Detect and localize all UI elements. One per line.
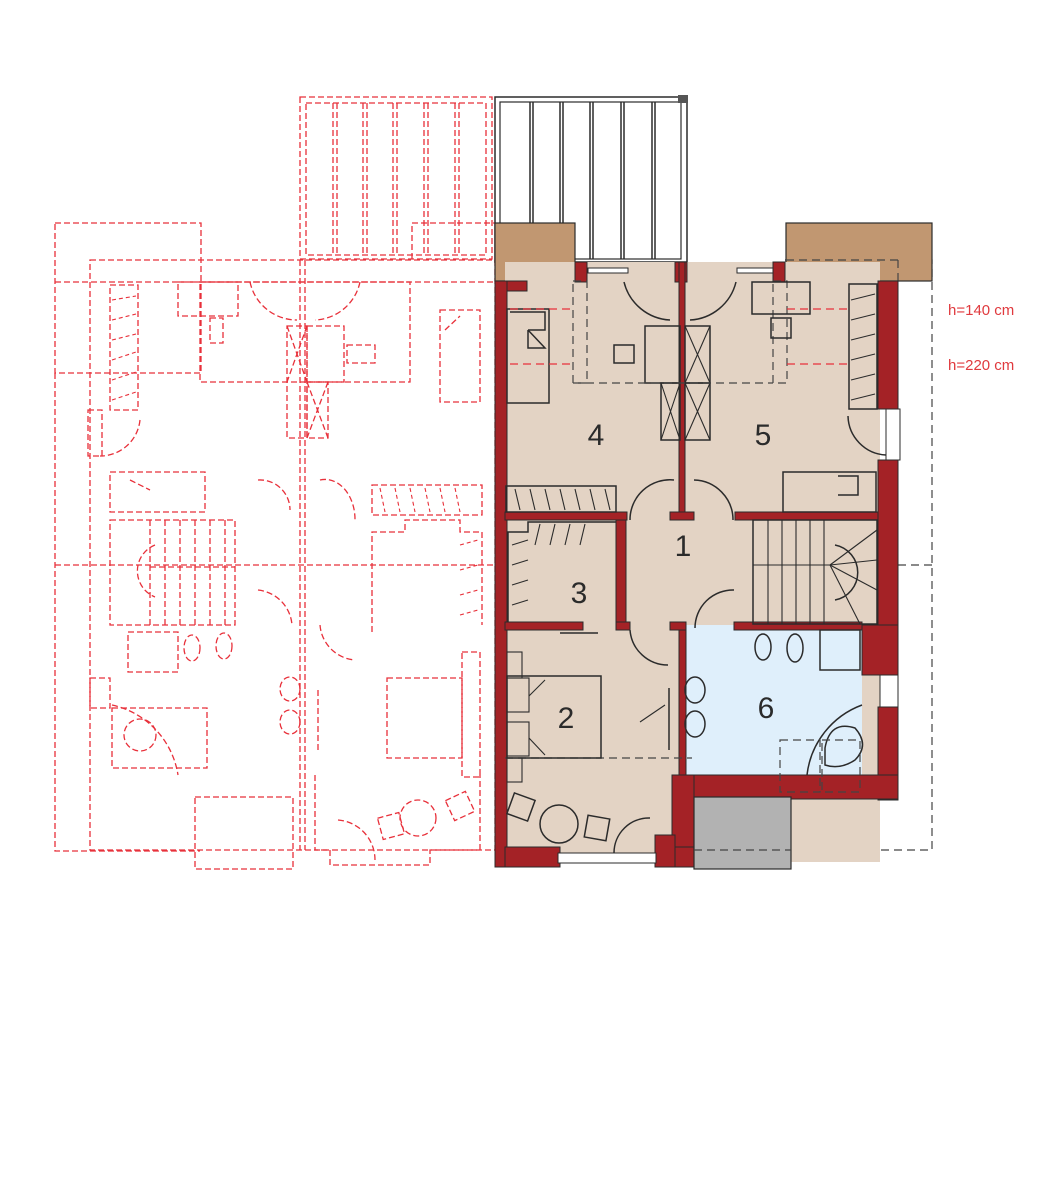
room-6-floor (684, 625, 862, 775)
room-label-6: 6 (758, 692, 775, 725)
hall-doors (629, 479, 735, 666)
walls (494, 261, 899, 868)
main-plan: 4 5 1 3 2 6 h=140 cm h=220 cm (494, 95, 1014, 870)
room-2-furniture (505, 651, 666, 854)
height-label-220: h=220 cm (948, 357, 1014, 374)
room-label-1: 1 (675, 530, 692, 563)
balcony-grey (693, 796, 792, 870)
room-5-furniture (573, 280, 887, 513)
room-3-furniture (507, 521, 616, 634)
windows (557, 267, 901, 864)
room-label-2: 2 (558, 702, 575, 735)
height-label-140: h=140 cm (948, 302, 1014, 319)
room-label-3: 3 (571, 577, 588, 610)
room-label-5: 5 (755, 419, 772, 452)
room-label-4: 4 (588, 419, 605, 452)
mirrored-neighbor-plan (54, 96, 496, 870)
stairs (752, 519, 878, 625)
